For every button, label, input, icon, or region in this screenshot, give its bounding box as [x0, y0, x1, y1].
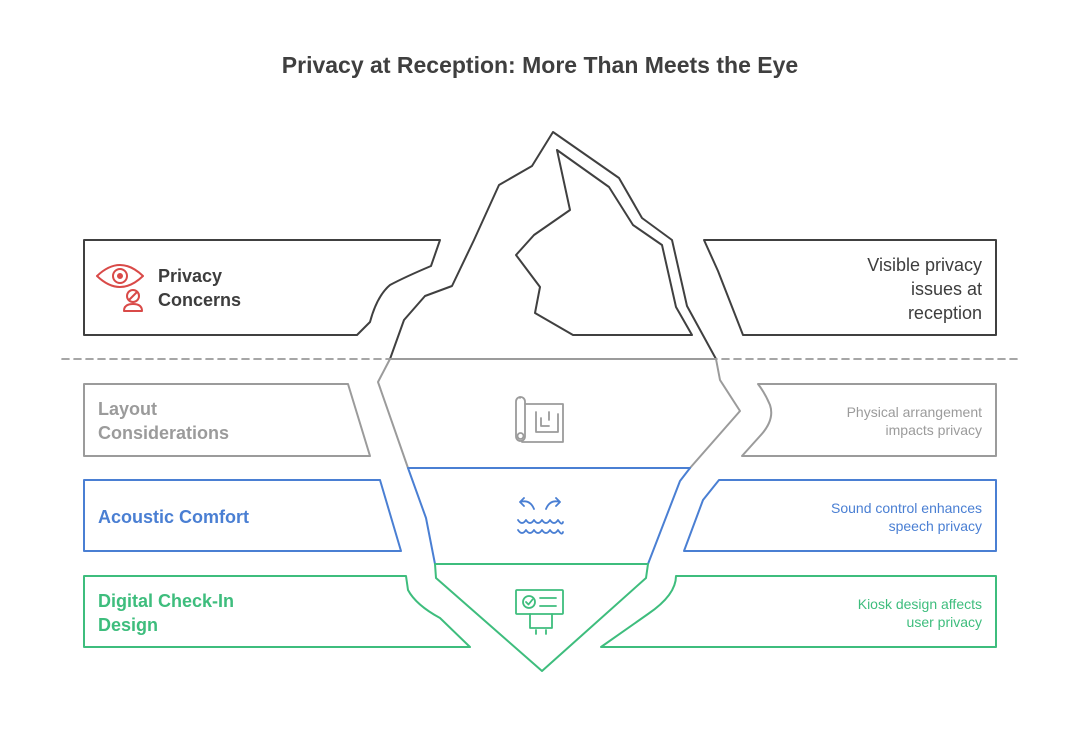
- iceberg-acoustic-segment: [407, 467, 691, 565]
- layout-right-box: [741, 383, 997, 457]
- acoustic-right-box: [683, 479, 997, 552]
- digital-description: Kiosk design affects user privacy: [857, 596, 982, 630]
- acoustic-left-box: [83, 479, 402, 552]
- privacy-concerns-label: Privacy Concerns: [158, 266, 242, 310]
- blueprint-icon: [515, 396, 564, 443]
- iceberg-tip-face: [515, 149, 693, 336]
- privacy-concerns-left-box: [83, 239, 441, 336]
- digital-check-in-label: Digital Check-In Design: [98, 591, 235, 635]
- layout-description: Physical arrangement impacts privacy: [846, 404, 982, 438]
- acoustic-description: Sound control enhances speech privacy: [831, 500, 982, 534]
- acoustic-comfort-label: Acoustic Comfort: [98, 507, 250, 527]
- privacy-concerns-description: Visible privacy issues at reception: [867, 255, 982, 323]
- layout-considerations-label: Layout Considerations: [98, 399, 230, 443]
- iceberg-layout-segment: [377, 358, 741, 469]
- page-title: Privacy at Reception: More Than Meets th…: [281, 52, 799, 78]
- eye-person-icon: [96, 264, 144, 312]
- iceberg-digital-segment: [434, 563, 649, 672]
- layout-left-box: [83, 383, 371, 457]
- digital-right-box: [600, 575, 997, 648]
- sound-waves-icon: [517, 497, 564, 535]
- digital-left-box: [83, 575, 471, 648]
- kiosk-icon: [515, 589, 564, 635]
- iceberg-tip-outline: [389, 131, 717, 360]
- privacy-concerns-right-box: [703, 239, 997, 336]
